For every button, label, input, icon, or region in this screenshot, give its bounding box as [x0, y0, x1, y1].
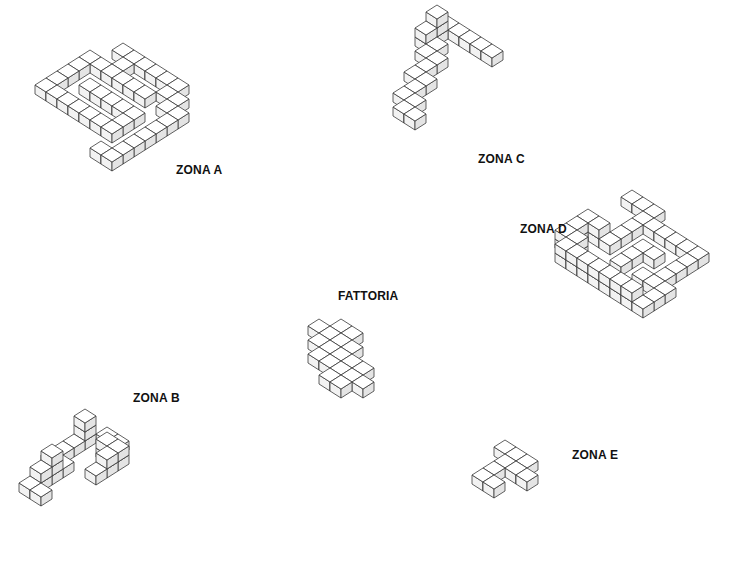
cube-top-face [30, 460, 52, 474]
zone-label: ZONA A [176, 163, 222, 177]
cube-top-face [415, 21, 437, 35]
zone-label: FATTORIA [338, 289, 399, 303]
cube-top-face [483, 475, 505, 489]
zone-label: ZONA D [520, 222, 567, 236]
cube-top-face [74, 409, 96, 423]
cube-top-face [134, 85, 156, 99]
cube-top-face [404, 107, 426, 121]
cube-top-face [643, 246, 665, 260]
cube-top-face [632, 295, 654, 309]
cube-top-face [599, 232, 621, 246]
cube-top-face [426, 5, 448, 19]
cube-top-face [101, 148, 123, 162]
zone-label: ZONA B [133, 391, 180, 405]
cube-top-face [101, 120, 123, 134]
cube-top-face [610, 253, 632, 267]
cube-top-face [352, 375, 374, 389]
cube-top-face [516, 468, 538, 482]
cube-top-face [481, 44, 503, 58]
cube-top-face [96, 446, 118, 460]
cube-top-face [330, 375, 352, 389]
cube-top-face [41, 444, 63, 458]
cube-top-face [85, 462, 107, 476]
zone-label: ZONA C [478, 152, 525, 166]
cube-top-face [621, 279, 643, 293]
zone-label: ZONA E [572, 448, 618, 462]
cube-top-face [588, 216, 610, 230]
cube-top-face [30, 483, 52, 497]
